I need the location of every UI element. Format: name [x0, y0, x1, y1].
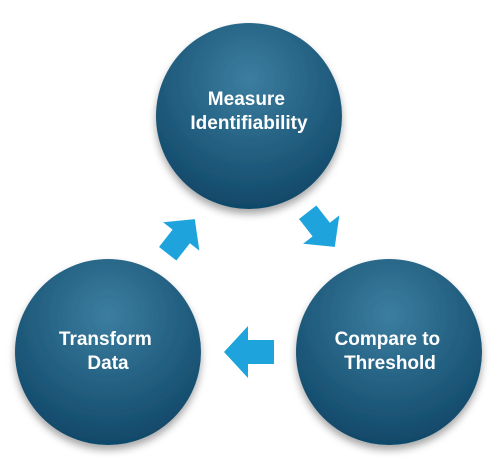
node-measure-circle	[156, 23, 342, 209]
arrow-measure-to-compare-icon	[299, 205, 340, 247]
node-transform-line-1: Transform	[59, 329, 152, 350]
node-measure-line-1: Measure	[208, 89, 285, 110]
node-transform-label: Transform Data	[59, 329, 157, 374]
node-compare-circle	[296, 259, 482, 445]
arrow-transform-to-measure-icon	[159, 219, 200, 261]
node-transform-line-2: Data	[87, 353, 129, 374]
node-compare-line-2: Threshold	[344, 353, 436, 374]
node-measure-label: Measure Identifiability	[190, 89, 308, 134]
node-compare-label: Compare to Threshold	[335, 329, 446, 374]
arrow-compare-to-transform-icon	[224, 326, 274, 378]
node-compare: Compare to Threshold	[296, 259, 482, 445]
node-transform: Transform Data	[15, 259, 201, 445]
node-measure-line-2: Identifiability	[190, 113, 308, 134]
node-compare-line-1: Compare to	[335, 329, 441, 350]
node-transform-circle	[15, 259, 201, 445]
node-measure: Measure Identifiability	[156, 23, 342, 209]
